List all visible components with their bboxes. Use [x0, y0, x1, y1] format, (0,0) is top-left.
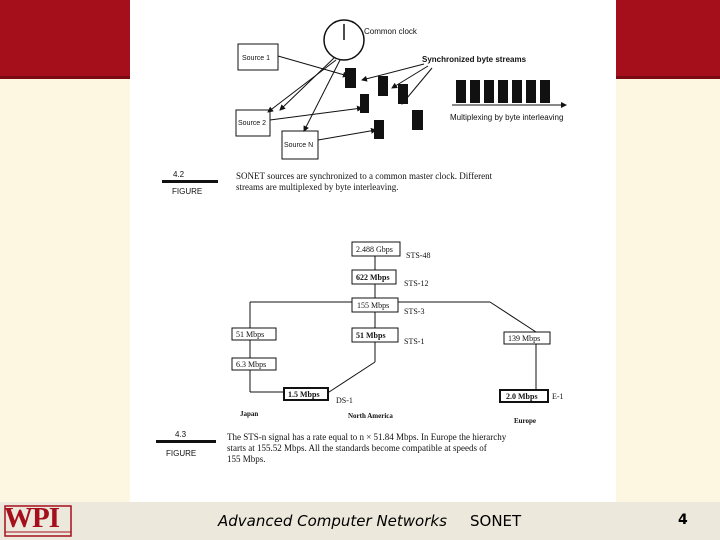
wpi-logo: WPI	[4, 502, 60, 534]
footer-course-title: Advanced Computer Networks	[218, 512, 447, 530]
figure-4-3-caption-line-2: starts at 155.52 Mbps. All the standards…	[227, 443, 487, 453]
level-sts48: STS-48	[406, 251, 430, 260]
level-e1: E-1	[552, 392, 564, 401]
clock-line-source-1	[279, 57, 335, 111]
figure-4-3-caption-line-3: 155 Mbps.	[227, 454, 266, 464]
rate-622: 622 Mbps	[356, 273, 390, 282]
streams-label: Synchronized byte streams	[422, 55, 527, 64]
rate-51-japan: 51 Mbps	[236, 330, 264, 339]
source-1-label: Source 1	[242, 55, 270, 62]
figure-4-2-label: FIGURE	[172, 187, 202, 196]
level-sts3: STS-3	[404, 307, 424, 316]
rate-box-15	[283, 387, 329, 401]
level-sts1: STS-1	[404, 337, 424, 346]
figure-4-3-rule	[156, 440, 216, 443]
source-1-box	[237, 43, 279, 71]
clock-icon	[323, 19, 365, 61]
stream-bytes	[345, 68, 423, 139]
interleaved-bytes	[456, 80, 550, 103]
rate-box-20	[499, 389, 549, 403]
source-n-stream-line	[317, 127, 377, 141]
figures-svg: Common clock Source 1 Source 2 Source N …	[156, 19, 567, 464]
rate-51-na: 51 Mbps	[356, 331, 386, 340]
figure-4-3-caption-line-1: The STS-n signal has a rate equal to n ×…	[227, 432, 507, 442]
source-n-box	[281, 130, 319, 160]
scanned-figure-page: Common clock Source 1 Source 2 Source N …	[130, 0, 616, 502]
hierarchy-connectors	[249, 256, 537, 395]
rate-box-51-na	[351, 327, 399, 343]
rate-box-139	[503, 331, 551, 345]
rate-box-622	[351, 269, 397, 285]
rate-63: 6.3 Mbps	[236, 360, 266, 369]
rate-box-51-japan	[231, 327, 277, 341]
rate-2488: 2.488 Gbps	[356, 245, 393, 254]
figure-4-3-label: FIGURE	[166, 449, 196, 458]
source-2-label: Source 2	[238, 120, 266, 127]
figure-4-2-rule	[162, 180, 218, 183]
wpi-logo-frame	[4, 505, 72, 537]
rate-box-2488	[351, 241, 401, 257]
clock-label: Common clock	[364, 27, 418, 36]
region-europe: Europe	[514, 417, 536, 425]
figure-4-2: Common clock Source 1 Source 2 Source N …	[162, 19, 567, 196]
mux-label: Multiplexing by byte interleaving	[450, 113, 563, 122]
page-number: 4	[678, 512, 688, 528]
rate-box-155	[351, 297, 399, 313]
source-n-label: Source N	[284, 142, 313, 149]
streams-pointer-2	[391, 65, 429, 89]
figure-4-2-number: 4.2	[173, 170, 185, 179]
source-2-stream-line	[269, 105, 363, 121]
footer-bar	[0, 502, 720, 540]
source-2-box	[235, 109, 271, 137]
clock-line-source-2	[267, 59, 337, 113]
rate-20: 2.0 Mbps	[506, 392, 538, 401]
figure-4-3-number: 4.3	[175, 430, 187, 439]
rate-15: 1.5 Mbps	[288, 390, 320, 399]
rate-155: 155 Mbps	[357, 301, 389, 310]
footer-topic: SONET	[470, 512, 522, 530]
region-japan: Japan	[240, 410, 258, 418]
figure-4-2-caption-line-1: SONET sources are synchronized to a comm…	[236, 171, 493, 181]
region-north-america: North America	[348, 412, 393, 420]
streams-pointer-1	[361, 63, 425, 82]
rate-139: 139 Mbps	[508, 334, 540, 343]
source-1-stream-line	[277, 55, 349, 78]
level-ds1: DS-1	[336, 396, 353, 405]
rate-box-63	[231, 357, 277, 371]
figure-4-2-caption-line-2: streams are multiplexed by byte interlea…	[236, 182, 398, 192]
figure-4-3: 2.488 Gbps STS-48 622 Mbps STS-12 155 Mb…	[156, 241, 564, 464]
level-sts12: STS-12	[404, 279, 428, 288]
